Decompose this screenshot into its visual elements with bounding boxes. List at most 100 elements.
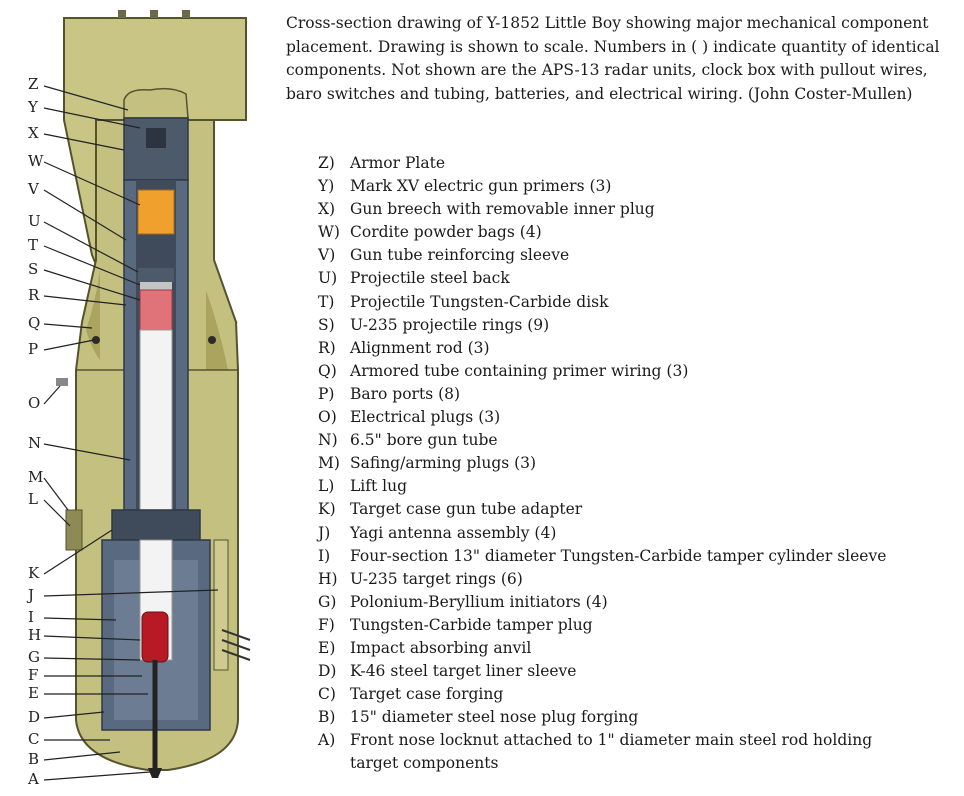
callout-r: R	[28, 286, 40, 304]
front-nose-locknut	[148, 768, 162, 778]
legend-text: Safing/arming plugs (3)	[350, 454, 537, 473]
legend-item: T)Projectile Tungsten-Carbide disk	[318, 291, 886, 314]
legend-item: U)Projectile steel back	[318, 267, 886, 290]
callout-e: E	[28, 684, 39, 702]
legend-text: Impact absorbing anvil	[350, 638, 532, 657]
legend-item: O) Electrical plugs (3)	[318, 406, 886, 429]
legend-text: Gun breech with removable inner plug	[350, 200, 655, 219]
baro-port	[92, 336, 100, 344]
callout-w: W	[28, 152, 44, 170]
legend-item: D) K-46 steel target liner sleeve	[318, 660, 886, 683]
callout-u: U	[28, 212, 41, 230]
tungsten-carbide-tamper-plug	[141, 611, 169, 663]
legend-text: 6.5" bore gun tube	[350, 431, 498, 450]
legend-item: G) Polonium-Beryllium initiators (4)	[318, 591, 886, 614]
legend-item: F)Tungsten-Carbide tamper plug	[318, 614, 886, 637]
legend-key: V)	[318, 246, 336, 265]
legend-key: M)	[318, 454, 340, 473]
legend-item: P)Baro ports (8)	[318, 383, 886, 406]
legend-text: K-46 steel target liner sleeve	[350, 662, 577, 681]
legend-key: O)	[318, 408, 337, 427]
electric-primers	[146, 128, 166, 148]
legend-item: B) 15" diameter steel nose plug forging	[318, 706, 886, 729]
legend-text: 15" diameter steel nose plug forging	[350, 708, 639, 727]
legend-key: I)	[318, 546, 331, 565]
legend-key: W)	[318, 223, 340, 242]
legend-text: Four-section 13" diameter Tungsten-Carbi…	[350, 546, 887, 565]
legend-text: Lift lug	[350, 477, 408, 496]
callout-v: V	[28, 180, 39, 198]
callout-f: F	[28, 666, 39, 684]
legend-text: Polonium-Beryllium initiators (4)	[350, 592, 608, 611]
legend-item: V) Gun tube reinforcing sleeve	[318, 244, 886, 267]
legend-item: X)Gun breech with removable inner plug	[318, 198, 886, 221]
legend-item: Q) Armored tube containing primer wiring …	[318, 360, 886, 383]
projectile-steel-back	[138, 268, 174, 282]
callout-o: O	[28, 394, 41, 412]
callout-y: Y	[28, 98, 38, 116]
callout-j: J	[28, 586, 35, 604]
legend-item: S) U-235 projectile rings (9)	[318, 314, 886, 337]
antenna-coil	[221, 629, 251, 661]
callout-q: Q	[28, 314, 41, 332]
legend-text: Target case gun tube adapter	[350, 500, 583, 519]
legend-key: U)	[318, 269, 338, 288]
legend-key: L)	[318, 477, 335, 496]
legend-item: N) 6.5" bore gun tube	[318, 429, 886, 452]
legend-key: S)	[318, 315, 335, 334]
legend-item: K)Target case gun tube adapter	[318, 498, 886, 521]
callout-l: L	[28, 490, 38, 508]
legend-text: Baro ports (8)	[350, 384, 461, 403]
legend-text: Target case forging	[350, 685, 504, 704]
baro-port	[208, 336, 216, 344]
legend-key: R)	[318, 338, 336, 357]
callout-z: Z	[28, 75, 39, 93]
legend-text: Mark XV electric gun primers (3)	[350, 177, 612, 196]
legend-item: L) Lift lug	[318, 475, 886, 498]
callout-n: N	[28, 434, 42, 452]
legend-key: J)	[318, 523, 331, 542]
u235-projectile-rings	[139, 289, 173, 331]
callout-h: H	[28, 626, 42, 644]
legend-key: N)	[318, 431, 338, 450]
legend-text: Armored tube containing primer wiring (3…	[350, 361, 689, 380]
legend-key: D)	[318, 662, 337, 681]
callout-d: D	[28, 708, 41, 726]
legend-item: M) Safing/arming plugs (3)	[318, 452, 886, 475]
callout-b: B	[28, 750, 40, 768]
lift-lug	[65, 509, 83, 551]
legend-text: Tungsten-Carbide tamper plug	[350, 615, 593, 634]
callout-k: K	[28, 564, 40, 582]
little-boy-cross-section	[43, 10, 251, 781]
legend-text: Alignment rod (3)	[350, 338, 490, 357]
armor-plate	[123, 87, 189, 119]
legend-text: Gun tube reinforcing sleeve	[350, 246, 570, 265]
legend-key: E)	[318, 638, 336, 657]
legend-key: G)	[318, 592, 337, 611]
legend-text: U-235 projectile rings (9)	[350, 315, 550, 334]
cordite-powder-bags	[137, 189, 175, 235]
electrical-plug	[56, 378, 68, 386]
callout-m: M	[28, 468, 44, 486]
legend-text: Electrical plugs (3)	[350, 408, 501, 427]
legend-item: R) Alignment rod (3)	[318, 337, 886, 360]
legend-text: Cordite powder bags (4)	[350, 223, 542, 242]
callout-g: G	[28, 648, 40, 666]
legend-key: Q)	[318, 361, 337, 380]
legend-text: Projectile Tungsten-Carbide disk	[350, 292, 609, 311]
tungsten-carbide-disk	[140, 282, 172, 290]
legend-key: B)	[318, 708, 336, 727]
legend-text: Front nose locknut attached to 1" diamet…	[350, 731, 873, 750]
legend-key: A)	[318, 731, 336, 750]
legend-key: Y)	[318, 177, 335, 196]
legend-item: A) Front nose locknut attached to 1" diam…	[318, 729, 886, 752]
callout-s: S	[28, 260, 39, 278]
legend-item-continuation: target components	[350, 754, 499, 773]
legend-item: I) Four-section 13" diameter Tungsten-Car…	[318, 545, 886, 568]
legend-text: Armor Plate	[350, 154, 445, 172]
callout-t: T	[28, 236, 39, 254]
callout-a: A	[28, 770, 39, 788]
legend-key: H)	[318, 569, 338, 588]
legend-item: Y) Mark XV electric gun primers (3)	[318, 175, 886, 198]
